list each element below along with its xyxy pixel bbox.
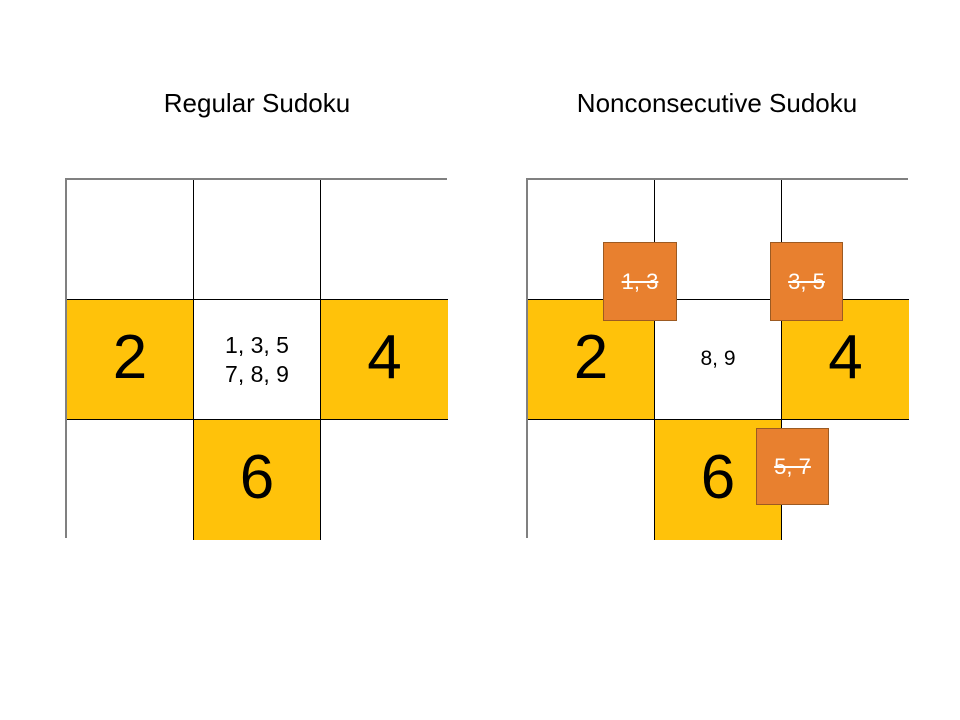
cell-candidates-nc-r1c1: 8, 9: [700, 347, 736, 371]
panel-title-nonconsecutive-sudoku: Nonconsecutive Sudoku: [576, 88, 858, 118]
grid-cell-r2c0: [67, 420, 194, 540]
cell-value-nc-r2c1: 6: [700, 443, 736, 512]
eliminated-candidates-note-top-right: 3, 5: [770, 242, 843, 321]
cell-value-nc-r1c2: 4: [828, 322, 863, 392]
grid-cell-r0c0: [67, 180, 194, 300]
grid-cell-r0c1: [194, 180, 321, 300]
eliminated-candidates-note-top-left: 1, 3: [603, 242, 677, 321]
cell-value-nc-r1c0: 2: [573, 322, 609, 392]
eliminated-candidates-text-1: 1, 3: [621, 268, 659, 294]
grid-cell-r0c2: [321, 180, 448, 300]
panel-title-regular-sudoku: Regular Sudoku: [163, 88, 351, 118]
grid-cell-r1c0-given: 2: [67, 300, 194, 420]
grid-cell-r2c2: [321, 420, 448, 540]
cell-value-r1c2: 4: [367, 322, 402, 392]
grid-cell-r2c1-given: 6: [194, 420, 321, 540]
grid-cell-nc-r2c0: [528, 420, 655, 540]
sudoku-grid-nonconsecutive: 2 8, 9 4 6: [526, 178, 909, 540]
grid-cell-r1c2-given: 4: [321, 300, 448, 420]
eliminated-candidates-note-bottom: 5, 7: [756, 428, 829, 505]
grid-cell-r1c1-candidates: 1, 3, 5 7, 8, 9: [194, 300, 321, 420]
eliminated-candidates-text-3: 5, 7: [774, 453, 811, 479]
eliminated-candidates-text-2: 3, 5: [788, 268, 825, 294]
sudoku-grid-regular: 2 1, 3, 5 7, 8, 9 4 6: [65, 178, 448, 540]
cell-candidates-r1c1: 1, 3, 5 7, 8, 9: [225, 331, 289, 387]
cell-value-r2c1: 6: [239, 443, 275, 512]
cell-value-r1c0: 2: [112, 322, 148, 392]
